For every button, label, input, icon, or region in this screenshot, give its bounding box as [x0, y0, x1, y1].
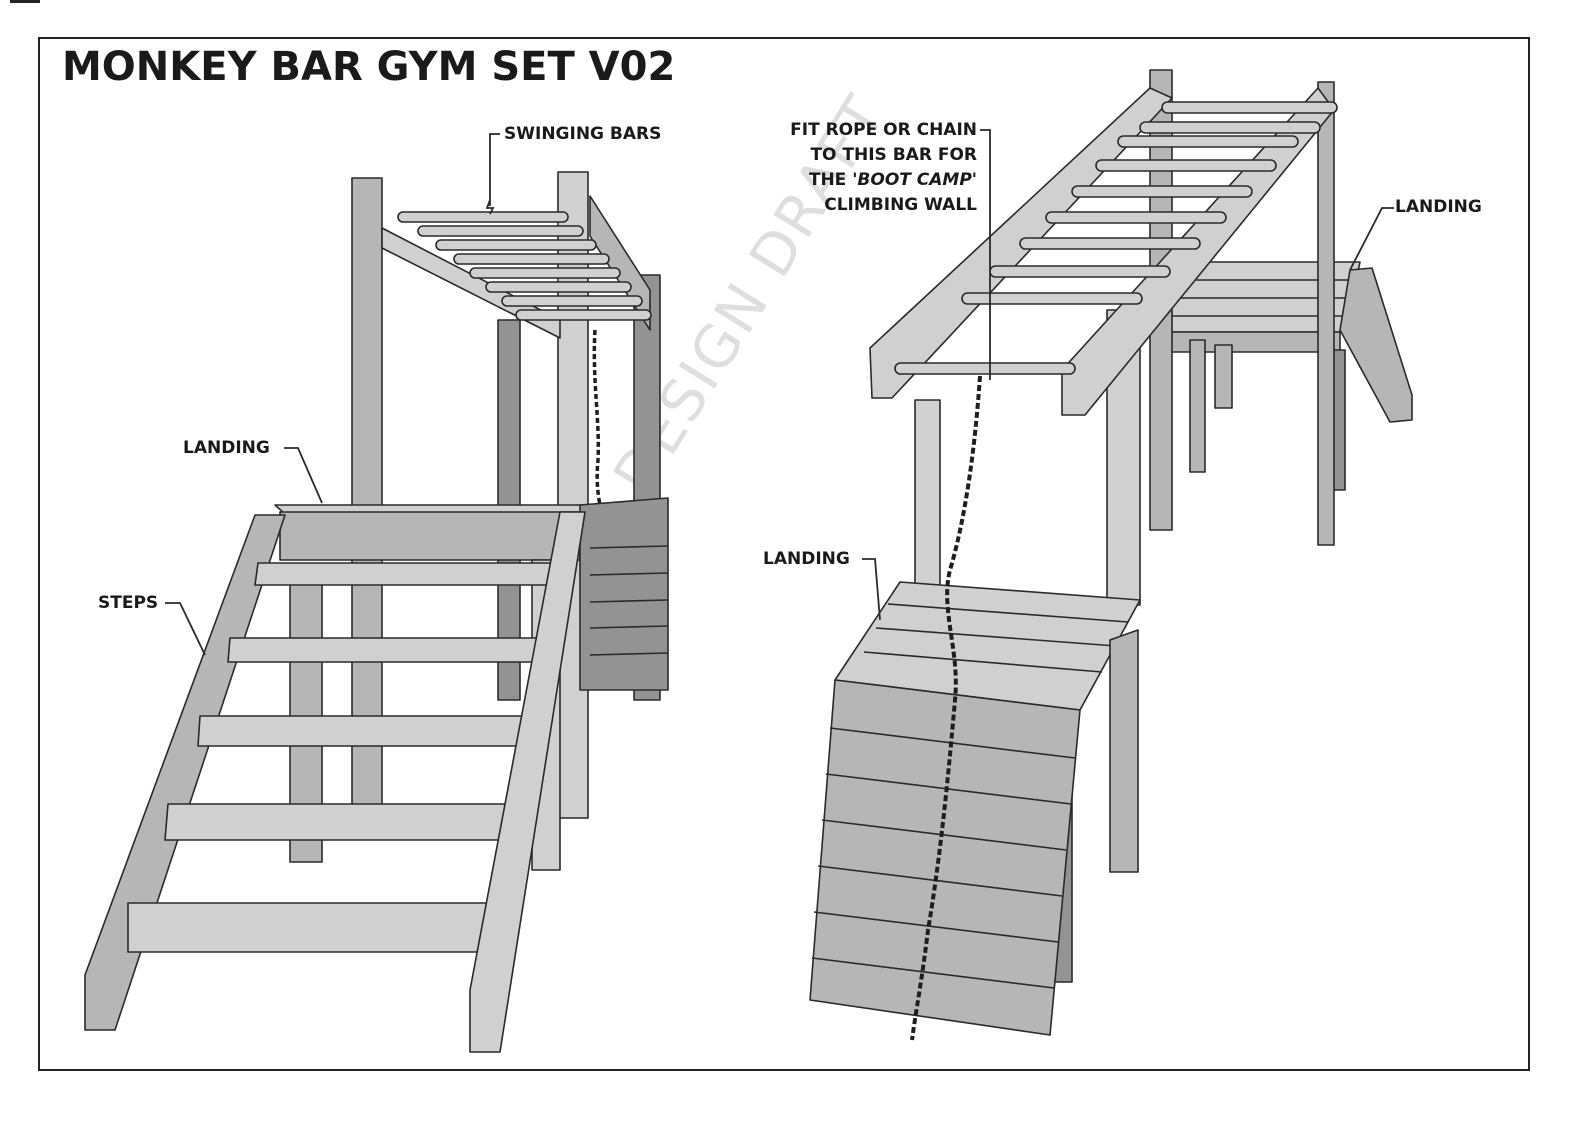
rope-note-line-3-pre: THE [808, 170, 853, 190]
right-front-post-1 [914, 399, 941, 591]
left-stair-stringer-right [469, 511, 586, 1053]
rope-note-boot-camp: 'BOOT CAMP' [852, 170, 977, 190]
left-structure [84, 171, 669, 1053]
landing-right-top-label: LANDING [1395, 197, 1482, 217]
swinging-bars-label: SWINGING BARS [504, 124, 662, 144]
right-structure [809, 69, 1413, 1041]
right-back-leg-2 [1214, 344, 1233, 409]
rope-note-label: FIT ROPE OR CHAIN TO THIS BAR FOR THE 'B… [745, 118, 977, 218]
leader-lines [165, 129, 1394, 656]
left-stair-treads [127, 562, 556, 953]
rope-note-line-3: THE 'BOOT CAMP' [745, 168, 977, 193]
right-rear-post-2 [1317, 81, 1335, 546]
climbing-chain [910, 375, 982, 1041]
landing-right-mid-label: LANDING [763, 549, 850, 569]
right-front-landing-boards [863, 603, 1129, 673]
left-landing-front [279, 511, 581, 561]
right-landing-legs [1109, 629, 1139, 873]
right-back-ladder [1339, 267, 1413, 423]
drawing-border [38, 37, 1530, 1071]
left-chain [592, 329, 602, 506]
corner-mark [10, 0, 40, 3]
page-title: MONKEY BAR GYM SET V02 [62, 44, 676, 90]
right-back-leg-1 [1189, 339, 1206, 473]
climbing-wall [809, 679, 1081, 1036]
climbing-wall-boards [811, 727, 1076, 989]
landing-left-label: LANDING [183, 438, 270, 458]
left-landing-side-boards [589, 545, 669, 656]
left-landing-side [579, 497, 669, 691]
rope-note-line-1: FIT ROPE OR CHAIN [790, 120, 977, 140]
right-back-landing-front [1159, 331, 1341, 353]
left-swinging-bars [397, 211, 652, 321]
steps-label: STEPS [98, 593, 159, 613]
left-rear-post-1 [351, 177, 383, 809]
rope-note-line-4: CLIMBING WALL [824, 195, 977, 215]
right-monkey-bars [894, 101, 1338, 375]
rope-note-line-2: TO THIS BAR FOR [810, 145, 977, 165]
